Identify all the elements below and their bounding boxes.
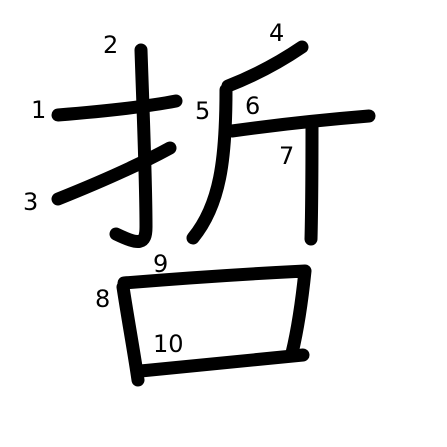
stroke-number-2: 2 — [103, 31, 118, 59]
stroke-7-vertical — [304, 117, 319, 246]
stroke-number-5: 5 — [195, 97, 210, 125]
stroke-4-left-falling — [221, 40, 309, 93]
stroke-number-4: 4 — [269, 19, 284, 47]
stroke-number-1: 1 — [31, 96, 46, 124]
stroke-1-horizontal — [51, 94, 183, 122]
stroke-number-3: 3 — [23, 188, 38, 216]
stroke-number-9: 9 — [153, 250, 168, 278]
stroke-3-rising — [51, 141, 177, 206]
stroke-2-vertical-hook — [109, 43, 153, 248]
stroke-number-10: 10 — [153, 330, 184, 358]
stroke-9-horizontal-turn — [117, 264, 312, 360]
stroke-number-7: 7 — [279, 142, 294, 170]
stroke-5-vertical-left-falling — [186, 83, 233, 245]
stroke-10-horizontal — [133, 348, 310, 378]
stroke-8-vertical — [116, 280, 145, 387]
stroke-number-6: 6 — [245, 92, 260, 120]
stroke-6-horizontal — [225, 109, 376, 138]
stroke-number-8: 8 — [95, 285, 110, 313]
